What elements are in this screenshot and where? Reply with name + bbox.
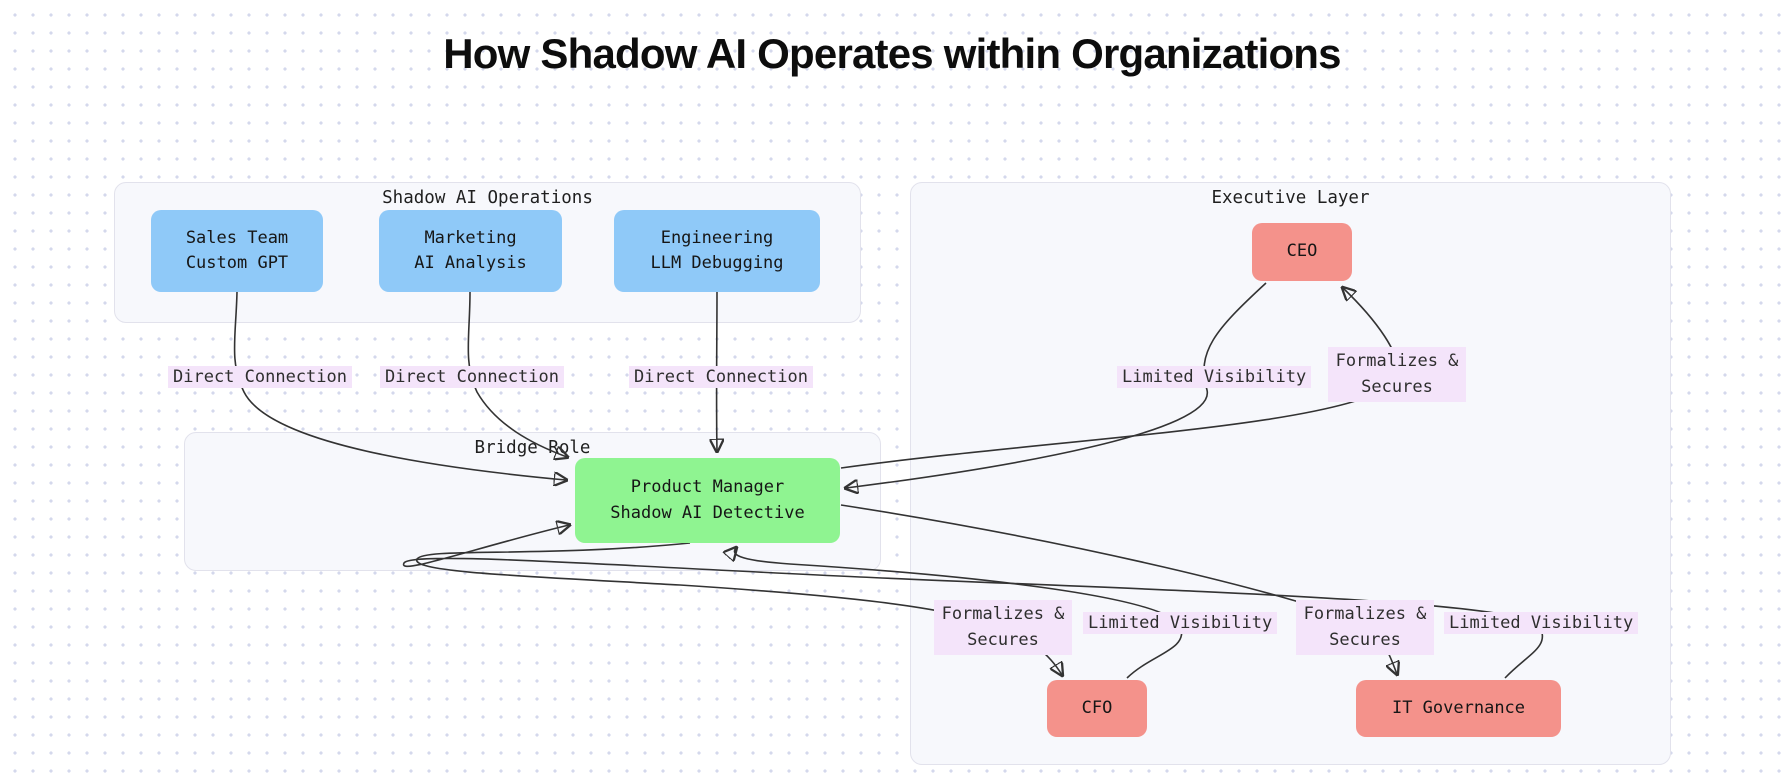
edge-label-direct-connection-3: Direct Connection (629, 366, 813, 388)
node-it-governance: IT Governance (1356, 680, 1561, 737)
edge-cfo-to-pm (734, 548, 1183, 679)
edge-label-limited-visibility-itgov: Limited Visibility (1444, 612, 1639, 634)
edge-ceo-to-pm (846, 282, 1267, 488)
group-label-executive-layer: Executive Layer (1211, 188, 1370, 208)
edge-label-direct-connection-2: Direct Connection (380, 366, 564, 388)
node-cfo: CFO (1047, 680, 1147, 737)
node-label: Custom GPT (185, 253, 289, 273)
node-label: LLM Debugging (650, 253, 784, 273)
node-label: Product Manager (630, 477, 785, 497)
node-marketing-ai-analysis: Marketing AI Analysis (379, 210, 562, 292)
node-label: Engineering (660, 227, 774, 248)
edge-pm-to-ceo (840, 288, 1399, 469)
group-label-shadow-ai-operations: Shadow AI Operations (382, 188, 593, 208)
node-product-manager: Product Manager Shadow AI Detective (575, 458, 840, 543)
edge-label-formalizes-secures-ceo: Formalizes & Secures (1328, 347, 1466, 402)
node-label: AI Analysis (414, 253, 527, 273)
node-ceo: CEO (1252, 223, 1352, 281)
diagram-title: How Shadow AI Operates within Organizati… (443, 30, 1341, 77)
node-label: Shadow AI Detective (610, 502, 805, 523)
edge-sales-to-pm (233, 291, 567, 480)
node-label: IT Governance (1391, 697, 1526, 718)
edge-label-direct-connection-1: Direct Connection (168, 366, 352, 388)
node-label: CEO (1286, 241, 1318, 262)
node-engineering-llm-debugging: Engineering LLM Debugging (614, 210, 820, 292)
node-label: Sales Team (185, 227, 289, 248)
edge-label-limited-visibility-ceo: Limited Visibility (1117, 366, 1312, 388)
edge-label-limited-visibility-cfo: Limited Visibility (1083, 612, 1278, 634)
edge-label-formalizes-secures-cfo: Formalizes & Secures (934, 600, 1072, 655)
node-sales-team-custom-gpt: Sales Team Custom GPT (151, 210, 323, 292)
edge-marketing-to-pm (467, 291, 567, 457)
node-label: CFO (1081, 697, 1113, 718)
node-label: Marketing (424, 227, 517, 248)
edge-label-formalizes-secures-itgov: Formalizes & Secures (1296, 600, 1434, 655)
